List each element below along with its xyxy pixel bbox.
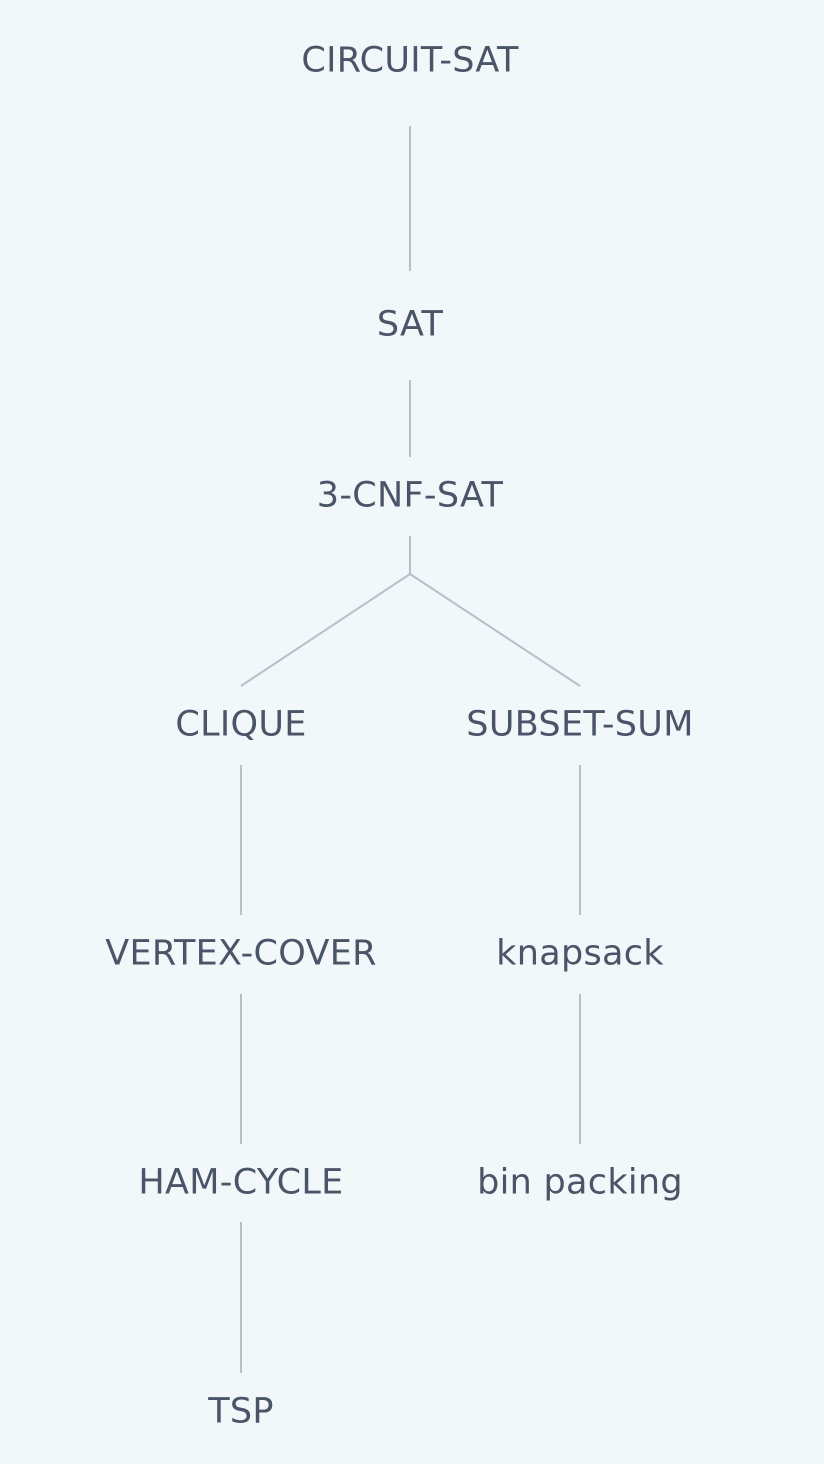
node-clique: CLIQUE xyxy=(175,704,307,745)
edge-3-cnf-sat-to-subset-sum xyxy=(409,573,581,687)
node-knapsack: knapsack xyxy=(496,933,664,974)
node-vertex-cover: VERTEX-COVER xyxy=(105,933,377,974)
node-ham-cycle: HAM-CYCLE xyxy=(138,1162,344,1203)
node-subset-sum: SUBSET-SUM xyxy=(466,704,694,745)
node-bin-packing: bin packing xyxy=(477,1162,683,1203)
node-circuit-sat: CIRCUIT-SAT xyxy=(301,40,519,81)
node-3-cnf-sat: 3-CNF-SAT xyxy=(316,475,504,516)
edge-3-cnf-sat-to-clique xyxy=(240,573,411,687)
node-sat: SAT xyxy=(376,304,444,345)
node-tsp: TSP xyxy=(208,1391,274,1432)
